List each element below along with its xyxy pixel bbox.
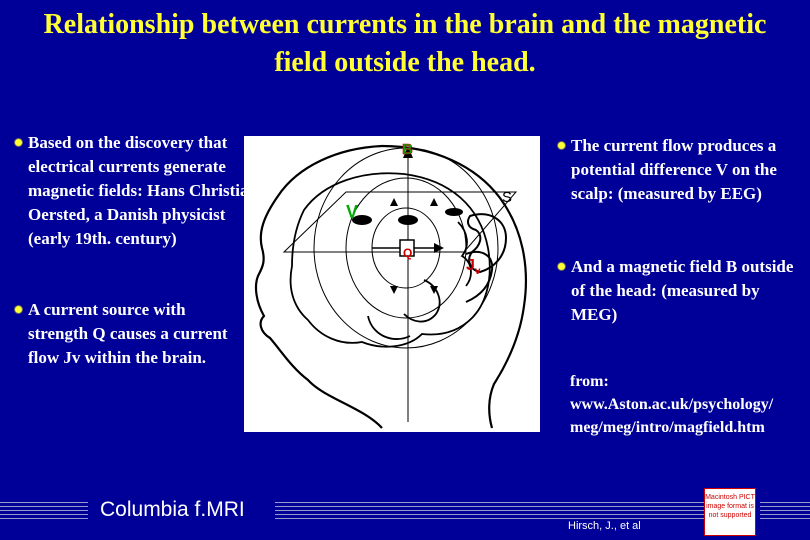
label-j-sub: v <box>475 266 481 277</box>
label-q: Q <box>403 246 412 260</box>
field-loop <box>345 177 467 319</box>
source-url-line1: www.Aston.ac.uk/psychology/ <box>570 396 774 413</box>
footer-credit: Hirsch, J., et al <box>568 520 641 532</box>
slide-title: Relationship between currents in the bra… <box>43 9 767 78</box>
bullet-magnetic-text: And a magnetic field B outside of the he… <box>571 257 794 324</box>
bullet-magnetic: And a magnetic field B outside of the he… <box>557 255 801 327</box>
pict-placeholder: Macintosh PICT image format is not suppo… <box>704 488 756 536</box>
footer-rule-middle <box>275 502 705 522</box>
footer-label: Columbia f.MRI <box>100 498 245 521</box>
bullet-potential-text: The current flow produces a potential di… <box>571 136 777 203</box>
dipole-source <box>399 239 415 257</box>
potential-blob <box>398 215 418 225</box>
footer-rule-right <box>760 502 810 522</box>
label-j: J <box>466 257 475 274</box>
label-jv: Jv <box>466 257 481 277</box>
head-diagram: B V S Q Jv <box>244 136 540 432</box>
label-b: B <box>402 141 413 158</box>
bullet-dot-icon <box>557 141 566 150</box>
bullet-dot-icon <box>557 262 566 271</box>
source-citation: from: www.Aston.ac.uk/psychology/ meg/me… <box>570 370 805 439</box>
bullet-potential: The current flow produces a potential di… <box>557 134 801 206</box>
potential-blob <box>445 208 463 216</box>
source-prefix: from: <box>570 373 609 390</box>
source-url-line2: meg/meg/intro/magfield.htm <box>570 419 765 436</box>
field-loop <box>313 147 499 349</box>
bullet-current-source-text: A current source with strength Q causes … <box>28 300 228 367</box>
bullet-dot-icon <box>14 305 23 314</box>
bullet-dot-icon <box>14 138 23 147</box>
label-v: V <box>346 202 358 222</box>
head-outline <box>254 144 527 429</box>
label-s: S <box>502 189 512 206</box>
footer-rule-left <box>0 502 88 522</box>
potential-blob <box>352 215 372 225</box>
head-diagram-svg: B V S Q Jv <box>254 141 527 429</box>
bullet-current-source: A current source with strength Q causes … <box>14 298 248 370</box>
brain-outline <box>289 172 491 348</box>
bullet-oersted: Based on the discovery that electrical c… <box>14 131 268 251</box>
bullet-oersted-text: Based on the discovery that electrical c… <box>28 133 258 248</box>
